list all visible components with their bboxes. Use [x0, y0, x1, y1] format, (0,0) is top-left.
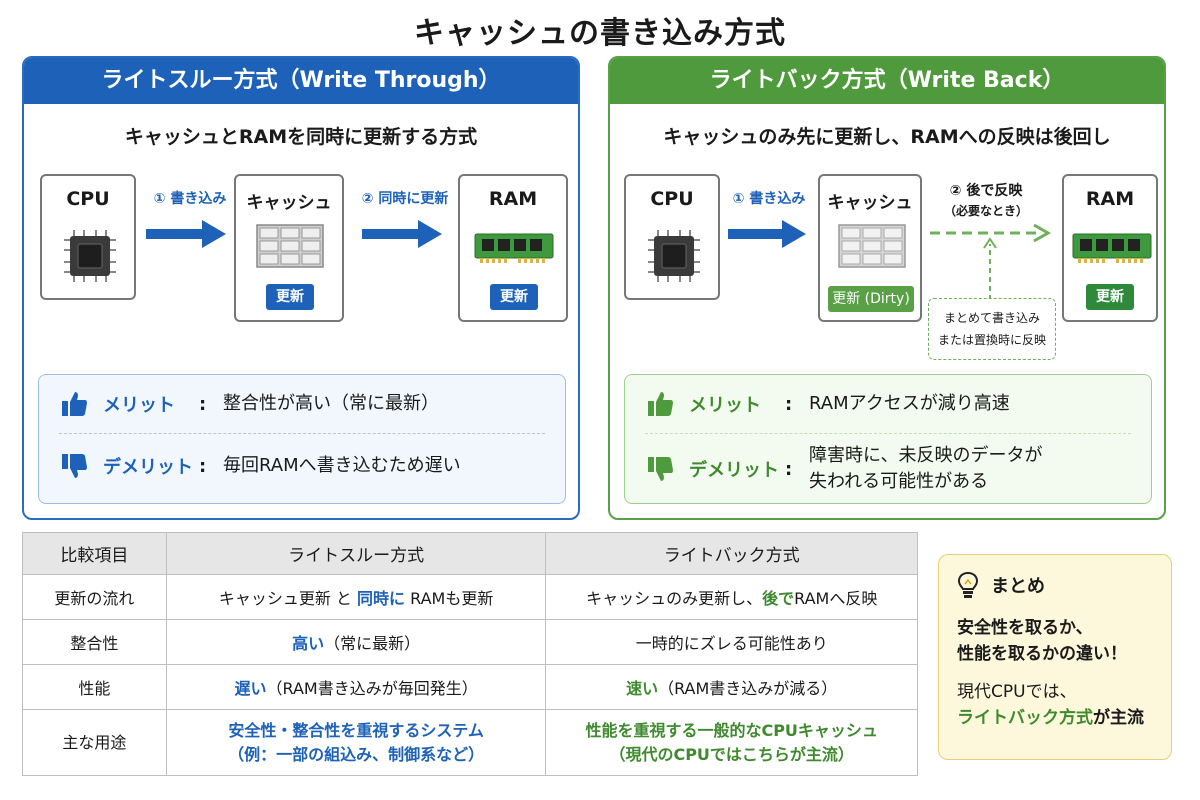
cache-label: キャッシュ	[246, 193, 332, 213]
cpu-box: CPU	[624, 174, 720, 300]
cache-update-badge: 更新	[266, 284, 314, 310]
ram-label: RAM	[1085, 188, 1135, 210]
ram-box: RAM 更新	[1062, 174, 1158, 322]
cpu-chip-icon	[64, 230, 116, 282]
write-back-panel: ライトバック方式（Write Back） キャッシュのみ先に更新し、RAMへの反…	[608, 56, 1166, 520]
write-through-step2: ② 同時に更新	[361, 191, 449, 207]
write-through-step1: ① 書き込み	[153, 191, 227, 207]
ram-module-icon	[1072, 233, 1152, 263]
dashed-arrow-up-icon	[983, 237, 997, 300]
write-back-subtitle: キャッシュのみ先に更新し、RAMへの反映は後回し	[663, 126, 1111, 148]
demerit-row: デメリット : 毎回RAMへ書き込むため遅い	[39, 451, 565, 481]
cpu-label: CPU	[66, 188, 110, 210]
thumbs-down-icon	[648, 457, 673, 481]
ram-module-icon	[474, 233, 554, 263]
demerit-row: デメリット : 障害時に、未反映のデータが 失われる可能性がある	[625, 443, 1151, 495]
ram-label: RAM	[488, 188, 538, 210]
cache-box: キャッシュ 更新	[234, 174, 344, 322]
table-header-row: 比較項目 ライトスルー方式 ライトバック方式	[22, 532, 918, 575]
summary-text: 安全性を取るか、性能を取るかの違い！	[957, 618, 1127, 664]
table-cell: 一時的にズレる可能性あり	[545, 619, 918, 665]
note-line2: または置換時に反映	[937, 333, 1046, 347]
arrow-right-icon	[728, 220, 806, 248]
cache-grid-icon	[256, 224, 324, 268]
merit-row: メリット : RAMアクセスが減り高速	[625, 389, 1151, 419]
row-label: 主な用途	[22, 709, 167, 776]
cpu-label: CPU	[650, 188, 694, 210]
table-cell: キャッシュのみ更新し、後でRAMへ反映	[545, 574, 918, 620]
cpu-box: CPU	[40, 174, 136, 300]
demerit-label: デメリット	[103, 457, 193, 478]
merit-text: RAMアクセスが減り高速	[809, 393, 1010, 414]
table-cell: 安全性・整合性を重視するシステム（例：一部の組込み、制御系など）	[165, 709, 547, 776]
arrow-right-icon	[146, 220, 226, 248]
table-cell: 高い（常に最新）	[165, 619, 547, 665]
ram-box: RAM 更新	[458, 174, 568, 322]
table-row: 更新の流れ キャッシュ更新 と 同時に RAMも更新 キャッシュのみ更新し、後で…	[22, 574, 918, 620]
table-header: ライトバック方式	[545, 532, 918, 575]
comparison-table: 比較項目 ライトスルー方式 ライトバック方式 更新の流れ キャッシュ更新 と 同…	[22, 532, 918, 776]
write-through-panel: ライトスルー方式（Write Through） キャッシュとRAMを同時に更新す…	[22, 56, 580, 520]
dashed-arrow-right-icon	[930, 223, 1052, 243]
arrow-right-icon	[362, 220, 442, 248]
write-back-step2-note: （必要なとき）	[943, 204, 1028, 218]
table-cell: 遅い（RAM書き込みが毎回発生）	[165, 664, 547, 710]
row-label: 整合性	[22, 619, 167, 665]
write-through-subtitle: キャッシュとRAMを同時に更新する方式	[124, 126, 478, 148]
table-row: 主な用途 安全性・整合性を重視するシステム（例：一部の組込み、制御系など） 性能…	[22, 709, 918, 776]
write-through-header: ライトスルー方式（Write Through）	[24, 58, 578, 104]
merit-label: メリット	[103, 395, 175, 416]
cpu-chip-icon	[648, 230, 700, 282]
write-back-merit-box: メリット : RAMアクセスが減り高速 デメリット : 障害時に、未反映のデータ…	[624, 374, 1152, 504]
lightbulb-icon	[957, 571, 979, 598]
summary-box: まとめ 安全性を取るか、性能を取るかの違い！ 現代CPUでは、ライトバック方式が…	[938, 554, 1172, 760]
demerit-text: 障害時に、未反映のデータが 失われる可能性がある	[809, 445, 1043, 492]
cache-label: キャッシュ	[827, 193, 913, 213]
note-line1: まとめて書き込み	[943, 311, 1040, 325]
merit-text: 整合性が高い（常に最新）	[223, 393, 439, 414]
write-back-header: ライトバック方式（Write Back）	[610, 58, 1164, 104]
page-title: キャッシュの書き込み方式	[414, 16, 786, 51]
write-back-step2: ② 後で反映	[949, 183, 1023, 199]
summary-text: 現代CPUでは、ライトバック方式が主流	[957, 682, 1144, 728]
table-row: 整合性 高い（常に最新） 一時的にズレる可能性あり	[22, 619, 918, 665]
cache-grid-icon	[838, 224, 906, 268]
table-cell: 速い（RAM書き込みが減る）	[545, 664, 918, 710]
table-header: 比較項目	[22, 532, 167, 575]
table-row: 性能 遅い（RAM書き込みが毎回発生） 速い（RAM書き込みが減る）	[22, 664, 918, 710]
summary-title: まとめ	[957, 571, 1153, 599]
thumbs-down-icon	[62, 454, 87, 478]
demerit-text: 毎回RAMへ書き込むため遅い	[223, 455, 461, 476]
table-cell: キャッシュ更新 と 同時に RAMも更新	[165, 574, 547, 620]
row-label: 更新の流れ	[22, 574, 167, 620]
write-back-step1: ① 書き込み	[732, 191, 806, 207]
thumbs-up-icon	[648, 392, 673, 416]
table-cell: 性能を重視する一般的なCPUキャッシュ（現代のCPUではこちらが主流）	[545, 709, 918, 776]
divider	[645, 433, 1131, 434]
demerit-label: デメリット	[689, 460, 779, 481]
thumbs-up-icon	[62, 392, 87, 416]
cache-box: キャッシュ 更新 (Dirty)	[818, 174, 922, 322]
ram-update-badge: 更新	[1086, 284, 1134, 310]
write-through-merit-box: メリット : 整合性が高い（常に最新） デメリット : 毎回RAMへ書き込むため…	[38, 374, 566, 504]
merit-label: メリット	[689, 395, 761, 416]
ram-update-badge: 更新	[490, 284, 538, 310]
table-header: ライトスルー方式	[165, 532, 547, 575]
cache-dirty-badge: 更新 (Dirty)	[828, 286, 914, 312]
merit-row: メリット : 整合性が高い（常に最新）	[39, 389, 565, 419]
write-back-note: まとめて書き込み または置換時に反映	[928, 298, 1056, 360]
divider	[59, 433, 545, 434]
row-label: 性能	[22, 664, 167, 710]
